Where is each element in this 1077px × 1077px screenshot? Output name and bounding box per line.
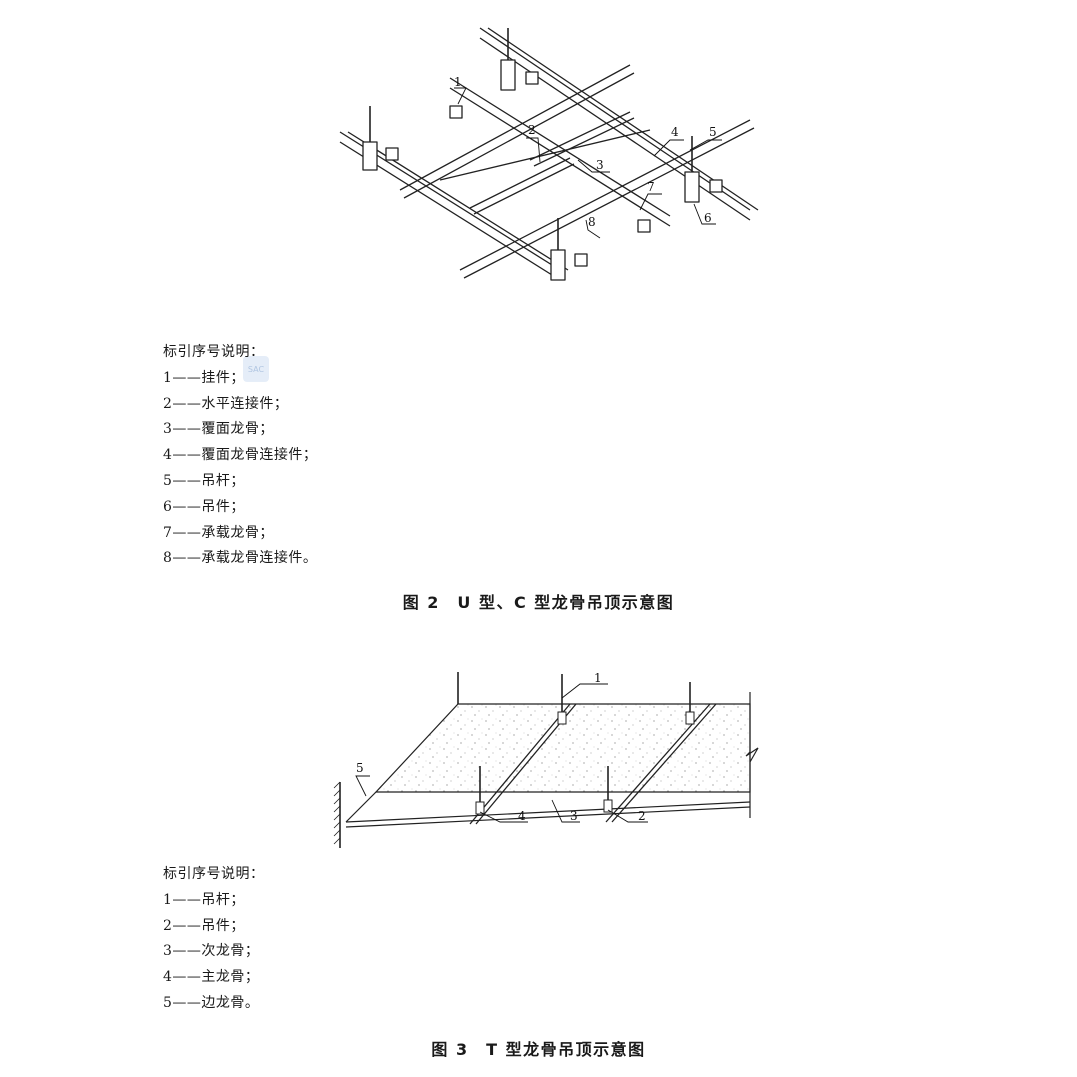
legend-item: 2——吊件；: [163, 917, 245, 934]
fig2-callout-3: 3: [596, 158, 604, 172]
fig2-callout-2: 2: [528, 123, 536, 137]
fig3-callout-5: 5: [356, 761, 364, 775]
legend-item: 1——挂件；: [163, 369, 245, 386]
legend-item: 8——承载龙骨连接件。: [163, 550, 318, 567]
watermark-logo-icon: SAC: [243, 356, 269, 382]
fig3-callout-2: 2: [638, 809, 646, 823]
figure-3-diagram: 1 2 3 4 5: [333, 671, 759, 848]
legend-item: 1——吊杆；: [163, 891, 245, 908]
figure-3-legend: 标引序号说明： 1——吊杆； 2——吊件； 3——次龙骨； 4——主龙骨； 5—…: [163, 862, 265, 1017]
fig2-callout-1: 1: [454, 75, 462, 89]
figure-2-legend: 标引序号说明： 1——挂件； 2——水平连接件； 3——覆面龙骨； 4——覆面龙…: [163, 340, 317, 572]
fig2-callout-5: 5: [709, 125, 717, 139]
fig2-callout-6: 6: [704, 211, 712, 225]
legend-item: 6——吊件；: [163, 498, 245, 515]
legend-item: 4——主龙骨；: [163, 969, 260, 986]
fig3-callout-4: 4: [518, 809, 526, 823]
fig3-callout-3: 3: [570, 809, 578, 823]
fig2-callout-7: 7: [647, 180, 655, 194]
figure-2-caption: 图 2 U 型、C 型龙骨吊顶示意图: [402, 593, 675, 612]
legend-title: 标引序号说明：: [163, 344, 265, 360]
legend-item: 5——吊杆；: [163, 472, 245, 489]
legend-item: 3——次龙骨；: [163, 943, 260, 960]
legend-item: 2——水平连接件；: [163, 395, 289, 412]
fig3-callout-1: 1: [594, 671, 602, 685]
figure-2-diagram: 1 2 3 4 5 6 7 8: [339, 27, 759, 281]
legend-item: 3——覆面龙骨；: [163, 421, 274, 438]
fig2-callout-4: 4: [671, 125, 679, 139]
fig2-callout-8: 8: [588, 215, 596, 229]
figure-3-caption: 图 3 T 型龙骨吊顶示意图: [431, 1040, 646, 1059]
legend-title: 标引序号说明：: [163, 866, 265, 882]
legend-item: 5——边龙骨。: [163, 994, 260, 1011]
legend-item: 7——承载龙骨；: [163, 524, 274, 541]
legend-item: 4——覆面龙骨连接件；: [163, 447, 318, 464]
